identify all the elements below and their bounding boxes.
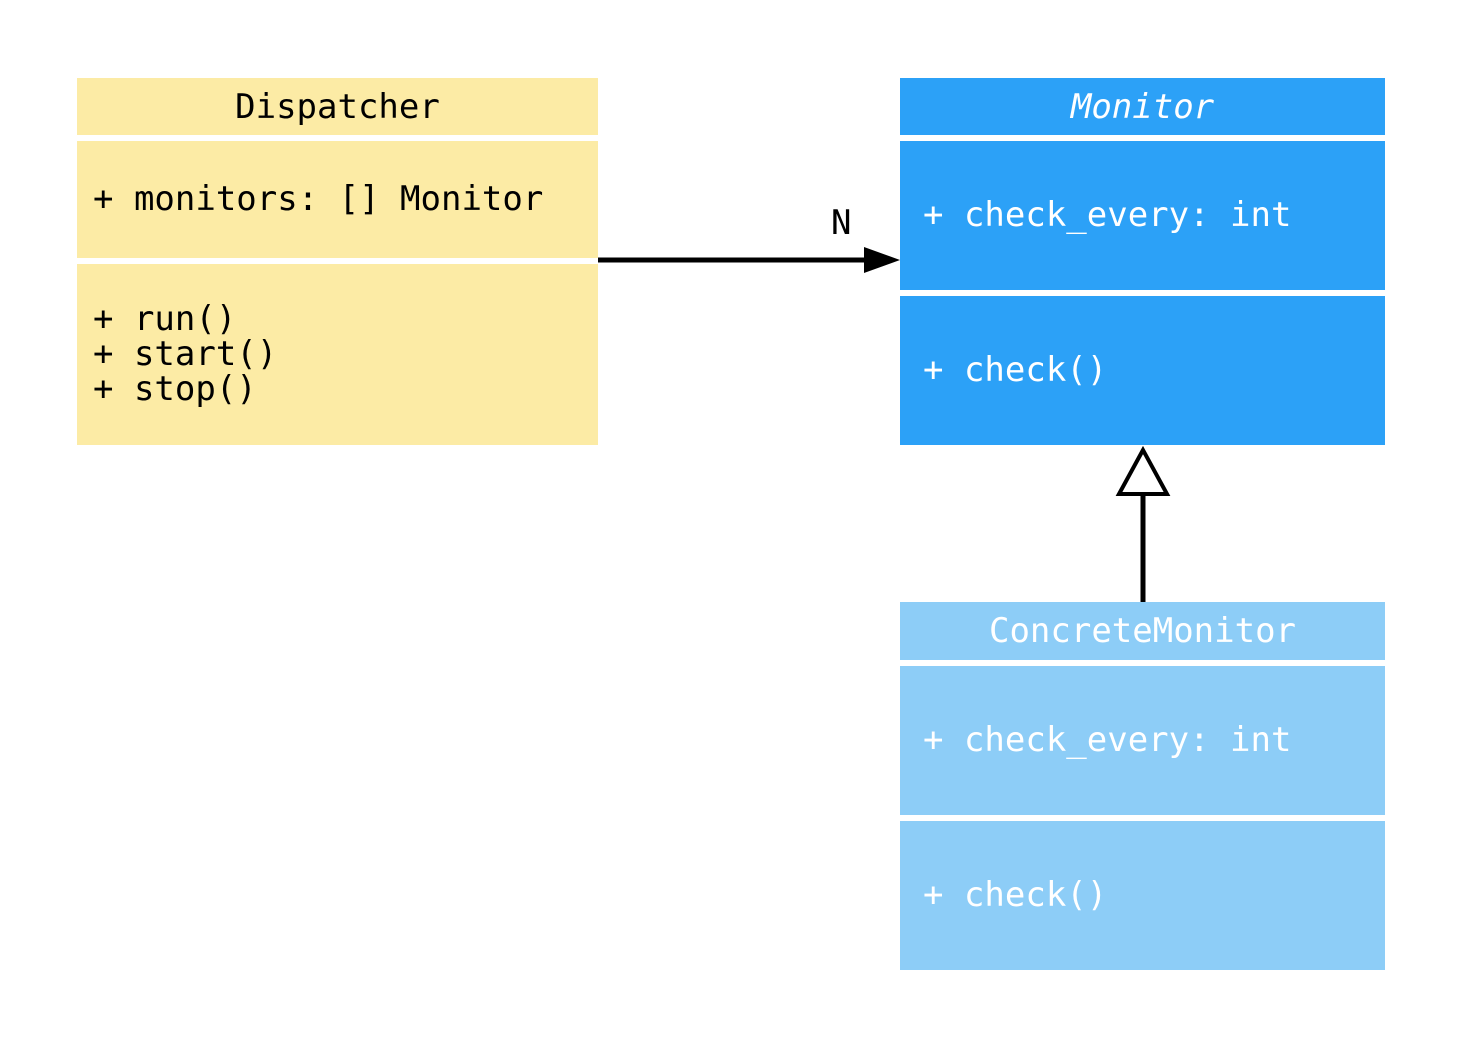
class-monitor-methods-section: + check() (900, 296, 1385, 445)
attribute-item: + check_every: int (923, 195, 1292, 235)
method-item: + start() (93, 334, 278, 374)
inheritance-hollow-triangle-icon (1115, 445, 1171, 496)
association-arrowhead-icon (864, 247, 900, 273)
class-dispatcher-methods-section: + run() + start() + stop() (77, 264, 598, 445)
class-concretemonitor: ConcreteMonitor + check_every: int + che… (900, 602, 1385, 970)
class-monitor: Monitor + check_every: int + check() (900, 78, 1385, 445)
class-dispatcher-title: Dispatcher (77, 78, 598, 135)
class-concretemonitor-title: ConcreteMonitor (900, 602, 1385, 660)
inheritance-arrow-concretemonitor-to-monitor (1115, 445, 1171, 602)
class-monitor-attributes-section: + check_every: int (900, 141, 1385, 290)
class-dispatcher-attributes-section: + monitors: [] Monitor (77, 141, 598, 258)
attribute-item: + check_every: int (923, 720, 1292, 760)
class-monitor-title: Monitor (900, 78, 1385, 135)
association-multiplicity-label: N (831, 203, 852, 243)
class-concretemonitor-attributes-section: + check_every: int (900, 666, 1385, 815)
method-item: + check() (923, 875, 1108, 915)
class-concretemonitor-methods-section: + check() (900, 821, 1385, 970)
method-item: + check() (923, 350, 1108, 390)
method-item: + run() (93, 299, 237, 339)
association-arrow-dispatcher-to-monitor (598, 247, 900, 273)
method-item: + stop() (93, 369, 257, 409)
class-dispatcher: Dispatcher + monitors: [] Monitor + run(… (77, 78, 598, 445)
attribute-item: + monitors: [] Monitor (93, 179, 544, 219)
